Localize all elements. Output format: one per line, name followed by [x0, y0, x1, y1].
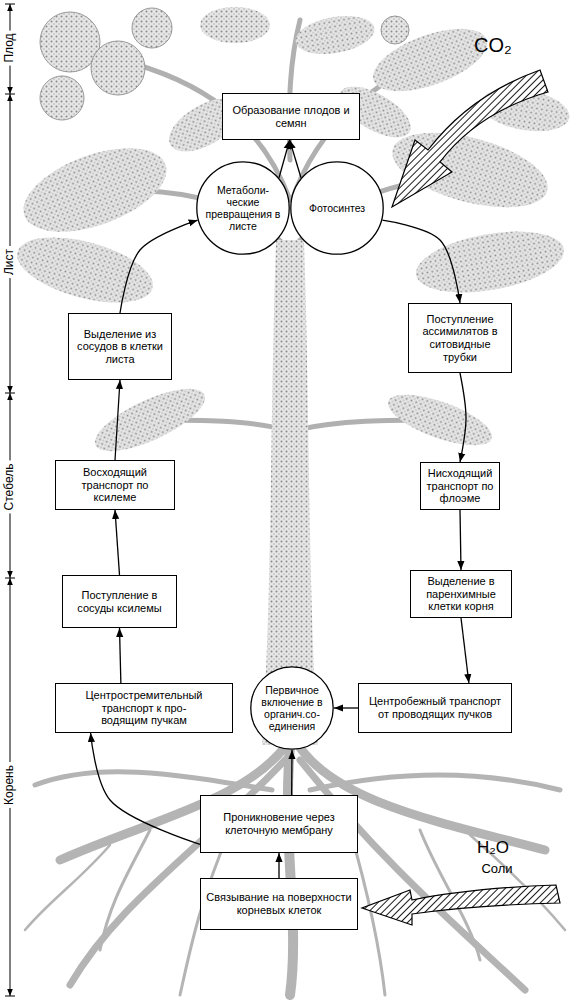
leaf: [292, 10, 377, 59]
flow-arrow: [291, 750, 293, 795]
leaf: [382, 384, 498, 455]
rootlet: [470, 835, 565, 930]
rootlet: [25, 845, 110, 930]
leaf: [365, 16, 495, 104]
node-text: Нисходящий транспорт по флоэме: [424, 467, 496, 505]
process-circle: Фотосинтез: [290, 161, 384, 255]
flow-arrow: [278, 853, 279, 878]
section-label: Корень: [3, 762, 16, 808]
node-text: Восходящий транспорт по ксилеме: [59, 466, 171, 504]
flow-arrow: [115, 380, 120, 460]
leaf: [10, 225, 160, 315]
flow-arrow: [115, 510, 120, 575]
process-box: Связывание на поверхности корневых клето…: [200, 878, 358, 930]
flow-arrow: [279, 140, 290, 178]
process-box: Поступление ассимилятов в ситовидные тру…: [408, 303, 512, 373]
input-arrow: [392, 70, 548, 207]
leaf: [411, 221, 568, 302]
process-box: Образование плодов и семян: [222, 93, 360, 140]
root: [310, 775, 560, 790]
circle-shape: [291, 162, 383, 254]
node-text: Выделение из сосудов в клетки листа: [72, 328, 168, 366]
section-label: Плод: [3, 30, 16, 65]
node-text: Поступление ассимилятов в ситовидные тру…: [412, 313, 508, 364]
flower: [381, 16, 409, 44]
leaves: [10, 7, 573, 463]
section-label: Стебель: [3, 461, 16, 514]
flow-arrow: [120, 628, 121, 683]
node-text: Выделение в паренхимные клетки корня: [414, 575, 508, 613]
input-arrow: [362, 885, 560, 925]
circle-shape: [251, 667, 333, 749]
input-label: Соли: [481, 862, 512, 876]
flow-arrow: [460, 373, 466, 462]
flow-arrow: [460, 510, 461, 570]
axis-tick: [5, 996, 15, 997]
process-box: Поступление в сосуды ксилемы: [62, 575, 177, 628]
node-text: Фотосинтез: [309, 202, 365, 214]
axis-tick: [5, 393, 15, 394]
flow-arrow: [334, 707, 358, 708]
flow-arrow: [290, 140, 301, 178]
root: [288, 745, 293, 995]
root: [35, 772, 272, 790]
roots: [25, 740, 565, 995]
leaf: [200, 7, 270, 43]
node-text: Центростремительный транспорт к про- вод…: [83, 689, 205, 727]
flow-arrow: [461, 618, 469, 683]
fruit: [91, 41, 145, 95]
node-text: Метаболи- ческие превращения в листе: [205, 184, 281, 232]
node-text: Связывание на поверхности корневых клето…: [204, 891, 354, 916]
axis-tick: [5, 94, 15, 95]
process-circle: Первичное включение в органич.со- единен…: [250, 666, 334, 750]
leaf: [87, 377, 213, 464]
axis-tick: [5, 4, 15, 5]
flow-arrow: [91, 733, 200, 844]
section-label: Лист: [3, 246, 16, 278]
process-box: Выделение в паренхимные клетки корня: [410, 570, 512, 618]
process-box: Восходящий транспорт по ксилеме: [55, 460, 175, 510]
process-circle: Метаболи- ческие превращения в листе: [196, 161, 290, 255]
fruit: [40, 76, 84, 120]
flow-arrow: [120, 220, 198, 313]
node-text: Первичное включение в органич.со- единен…: [256, 684, 328, 732]
input-label: CO₂: [474, 34, 512, 56]
leaf: [13, 131, 178, 248]
process-box: Центростремительный транспорт к про- вод…: [55, 683, 233, 733]
axis-tick: [5, 578, 15, 579]
root: [70, 760, 285, 985]
node-text: Поступление в сосуды ксилемы: [66, 589, 173, 614]
process-box: Центробежный транспорт от проводящих пуч…: [358, 683, 512, 733]
axis-segment: [10, 94, 11, 393]
node-text: Образование плодов и семян: [226, 104, 356, 129]
input-label: H₂O: [477, 839, 509, 858]
node-text: Центробежный транспорт от проводящих пуч…: [362, 695, 508, 720]
process-box: Проникновение через клеточную мембрану: [200, 795, 358, 853]
node-text: Проникновение через клеточную мембрану: [204, 811, 354, 836]
flow-arrow: [382, 220, 460, 303]
circle-shape: [197, 162, 289, 254]
process-box: Выделение из сосудов в клетки листа: [68, 313, 172, 380]
fruit: [132, 8, 172, 48]
process-box: Нисходящий транспорт по флоэме: [420, 462, 500, 510]
